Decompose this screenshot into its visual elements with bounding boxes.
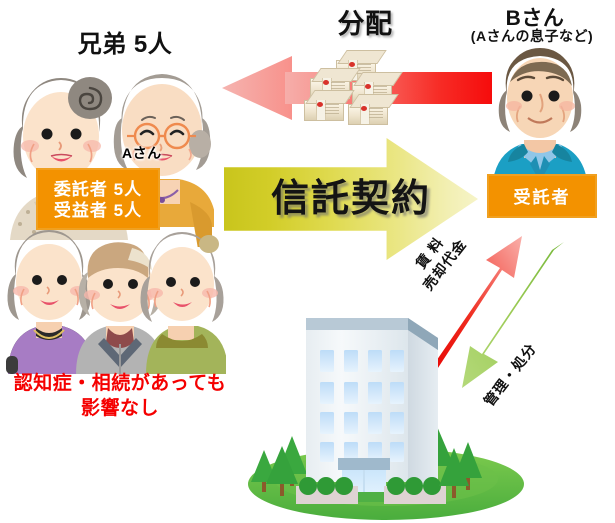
distribution-label: 分配	[337, 9, 393, 39]
asan-label: Aさん	[122, 145, 162, 161]
money-bundle-group	[300, 50, 410, 130]
beneficiary-line: 受益者 5人	[53, 201, 143, 221]
bsan-title: Bさん	[505, 7, 565, 30]
elderly-man-cap-figure	[76, 242, 164, 374]
no-impact-line-2: 影響なし	[80, 397, 159, 419]
hedge	[299, 477, 353, 495]
settlor-line: 委託者 5人	[53, 180, 143, 199]
building-side-face	[408, 328, 438, 488]
settlor-beneficiary-box: 委託者 5人 受益者 5人	[36, 168, 160, 230]
trust-contract-label: 信託契約	[270, 178, 431, 220]
office-building-illustration	[248, 318, 524, 520]
hedge	[387, 477, 441, 495]
tree-icon	[439, 448, 469, 498]
siblings-bottom-trio-illustration	[6, 230, 226, 374]
person-b-illustration	[492, 48, 588, 194]
trustee-label: 受託者	[513, 188, 571, 207]
management-disposal-arrow	[462, 242, 564, 388]
bsan-subtitle: (Aさんの息子など)	[470, 28, 594, 44]
no-impact-line-1: 認知症・相続があっても	[13, 373, 227, 394]
elderly-woman-olive-figure	[140, 232, 226, 374]
siblings-title: 兄弟 5人	[77, 31, 173, 58]
building-windows	[320, 350, 404, 462]
no-impact-caption: 認知症・相続があっても 影響なし	[0, 372, 240, 421]
money-bundle-icon	[348, 94, 399, 125]
trustee-box: 受託者	[487, 174, 597, 218]
money-bundle-icon	[304, 90, 355, 121]
tree-icon	[266, 446, 298, 496]
rent-proceeds-arrow	[422, 236, 522, 380]
entrance-canopy	[338, 458, 390, 470]
distribution-arrow-head	[222, 56, 292, 120]
